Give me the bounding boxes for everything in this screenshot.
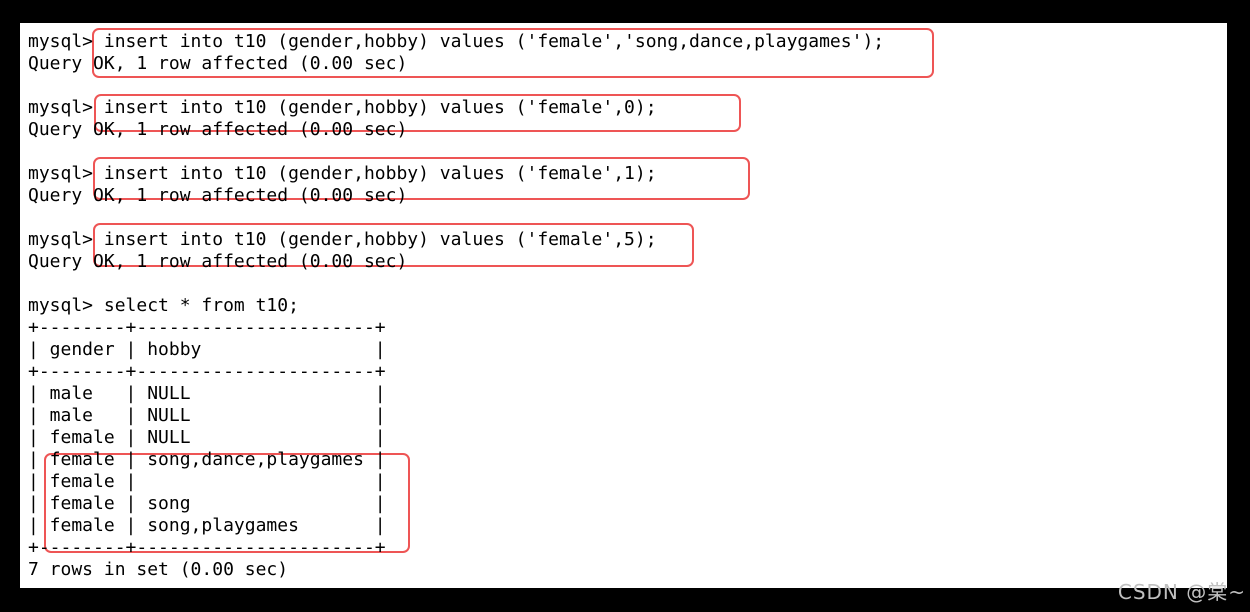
csdn-watermark: CSDN @棠~	[1117, 580, 1246, 604]
terminal-line: mysql> insert into t10 (gender,hobby) va…	[28, 31, 885, 52]
terminal-line: +--------+----------------------+	[28, 317, 386, 338]
terminal-line: | female | song,playgames |	[28, 515, 386, 536]
terminal-line: | female | |	[28, 471, 386, 492]
terminal-line: | male | NULL |	[28, 405, 386, 426]
terminal-line: | female | song |	[28, 493, 386, 514]
terminal-line: 7 rows in set (0.00 sec)	[28, 559, 289, 580]
terminal-line: mysql> insert into t10 (gender,hobby) va…	[28, 97, 657, 118]
terminal-line: mysql> insert into t10 (gender,hobby) va…	[28, 229, 657, 250]
annotation-box-insert-3	[93, 157, 750, 200]
annotation-box-insert-1	[92, 28, 934, 78]
terminal-line	[28, 141, 884, 163]
annotation-box-insert-2	[94, 94, 741, 132]
terminal-window[interactable]	[20, 23, 1227, 588]
terminal-line: Query OK, 1 row affected (0.00 sec)	[28, 251, 408, 272]
annotation-box-insert-4	[93, 223, 694, 267]
terminal-line: Query OK, 1 row affected (0.00 sec)	[28, 119, 408, 140]
terminal-line	[28, 273, 884, 295]
terminal-line: | male | NULL |	[28, 383, 386, 404]
annotation-box-table-rows	[44, 453, 410, 553]
terminal-line: mysql> select * from t10;	[28, 295, 299, 316]
terminal-line: Query OK, 1 row affected (0.00 sec)	[28, 185, 408, 206]
terminal-line: +--------+----------------------+	[28, 537, 386, 558]
terminal-line: | female | NULL |	[28, 427, 386, 448]
terminal-line	[28, 207, 884, 229]
terminal-line: | female | song,dance,playgames |	[28, 449, 386, 470]
terminal-line: +--------+----------------------+	[28, 361, 386, 382]
terminal-line: Query OK, 1 row affected (0.00 sec)	[28, 53, 408, 74]
terminal-line: | gender | hobby |	[28, 339, 386, 360]
terminal-line: mysql> insert into t10 (gender,hobby) va…	[28, 163, 657, 184]
terminal-line	[28, 75, 884, 97]
terminal-output[interactable]: mysql> insert into t10 (gender,hobby) va…	[28, 31, 884, 581]
